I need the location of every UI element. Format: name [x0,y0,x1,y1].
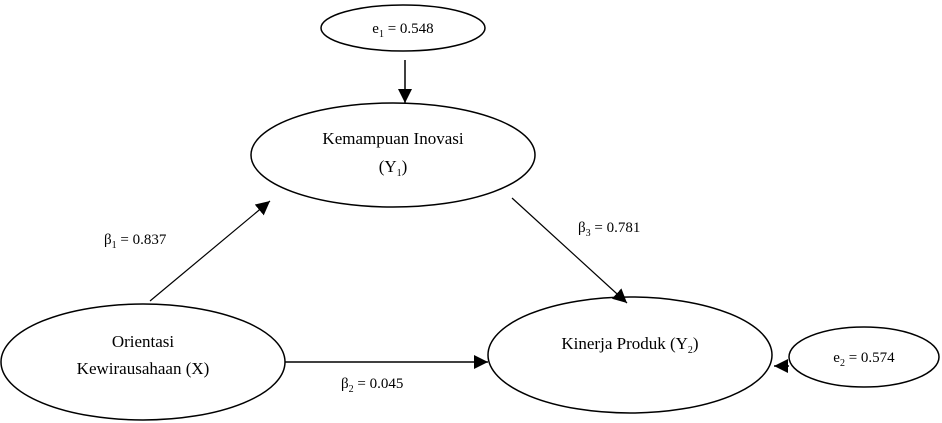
node-x-line2: Kewirausahaan (X) [77,359,210,378]
node-y2-label: Kinerja Produk (Y2) [561,334,698,356]
node-y1-line2: (Y1) [379,157,408,179]
node-y2-ellipse [487,296,773,414]
arrow-x-to-y1 [149,200,271,302]
coef-b2-label: β2 = 0.045 [341,376,403,395]
node-x-line1: Orientasi [112,332,175,351]
coef-b3-label: β3 = 0.781 [578,220,640,239]
error-e2-ellipse [788,326,940,388]
coef-b1-label: β1 = 0.837 [104,232,167,251]
node-y1-ellipse [250,102,536,208]
error-e1-ellipse [320,4,486,52]
arrow-y1-to-y2 [511,197,628,304]
error-e2-label: e2 = 0.574 [833,350,895,369]
node-y1-line1: Kemampuan Inovasi [322,129,463,148]
error-e1-label: e1 = 0.548 [372,21,433,40]
